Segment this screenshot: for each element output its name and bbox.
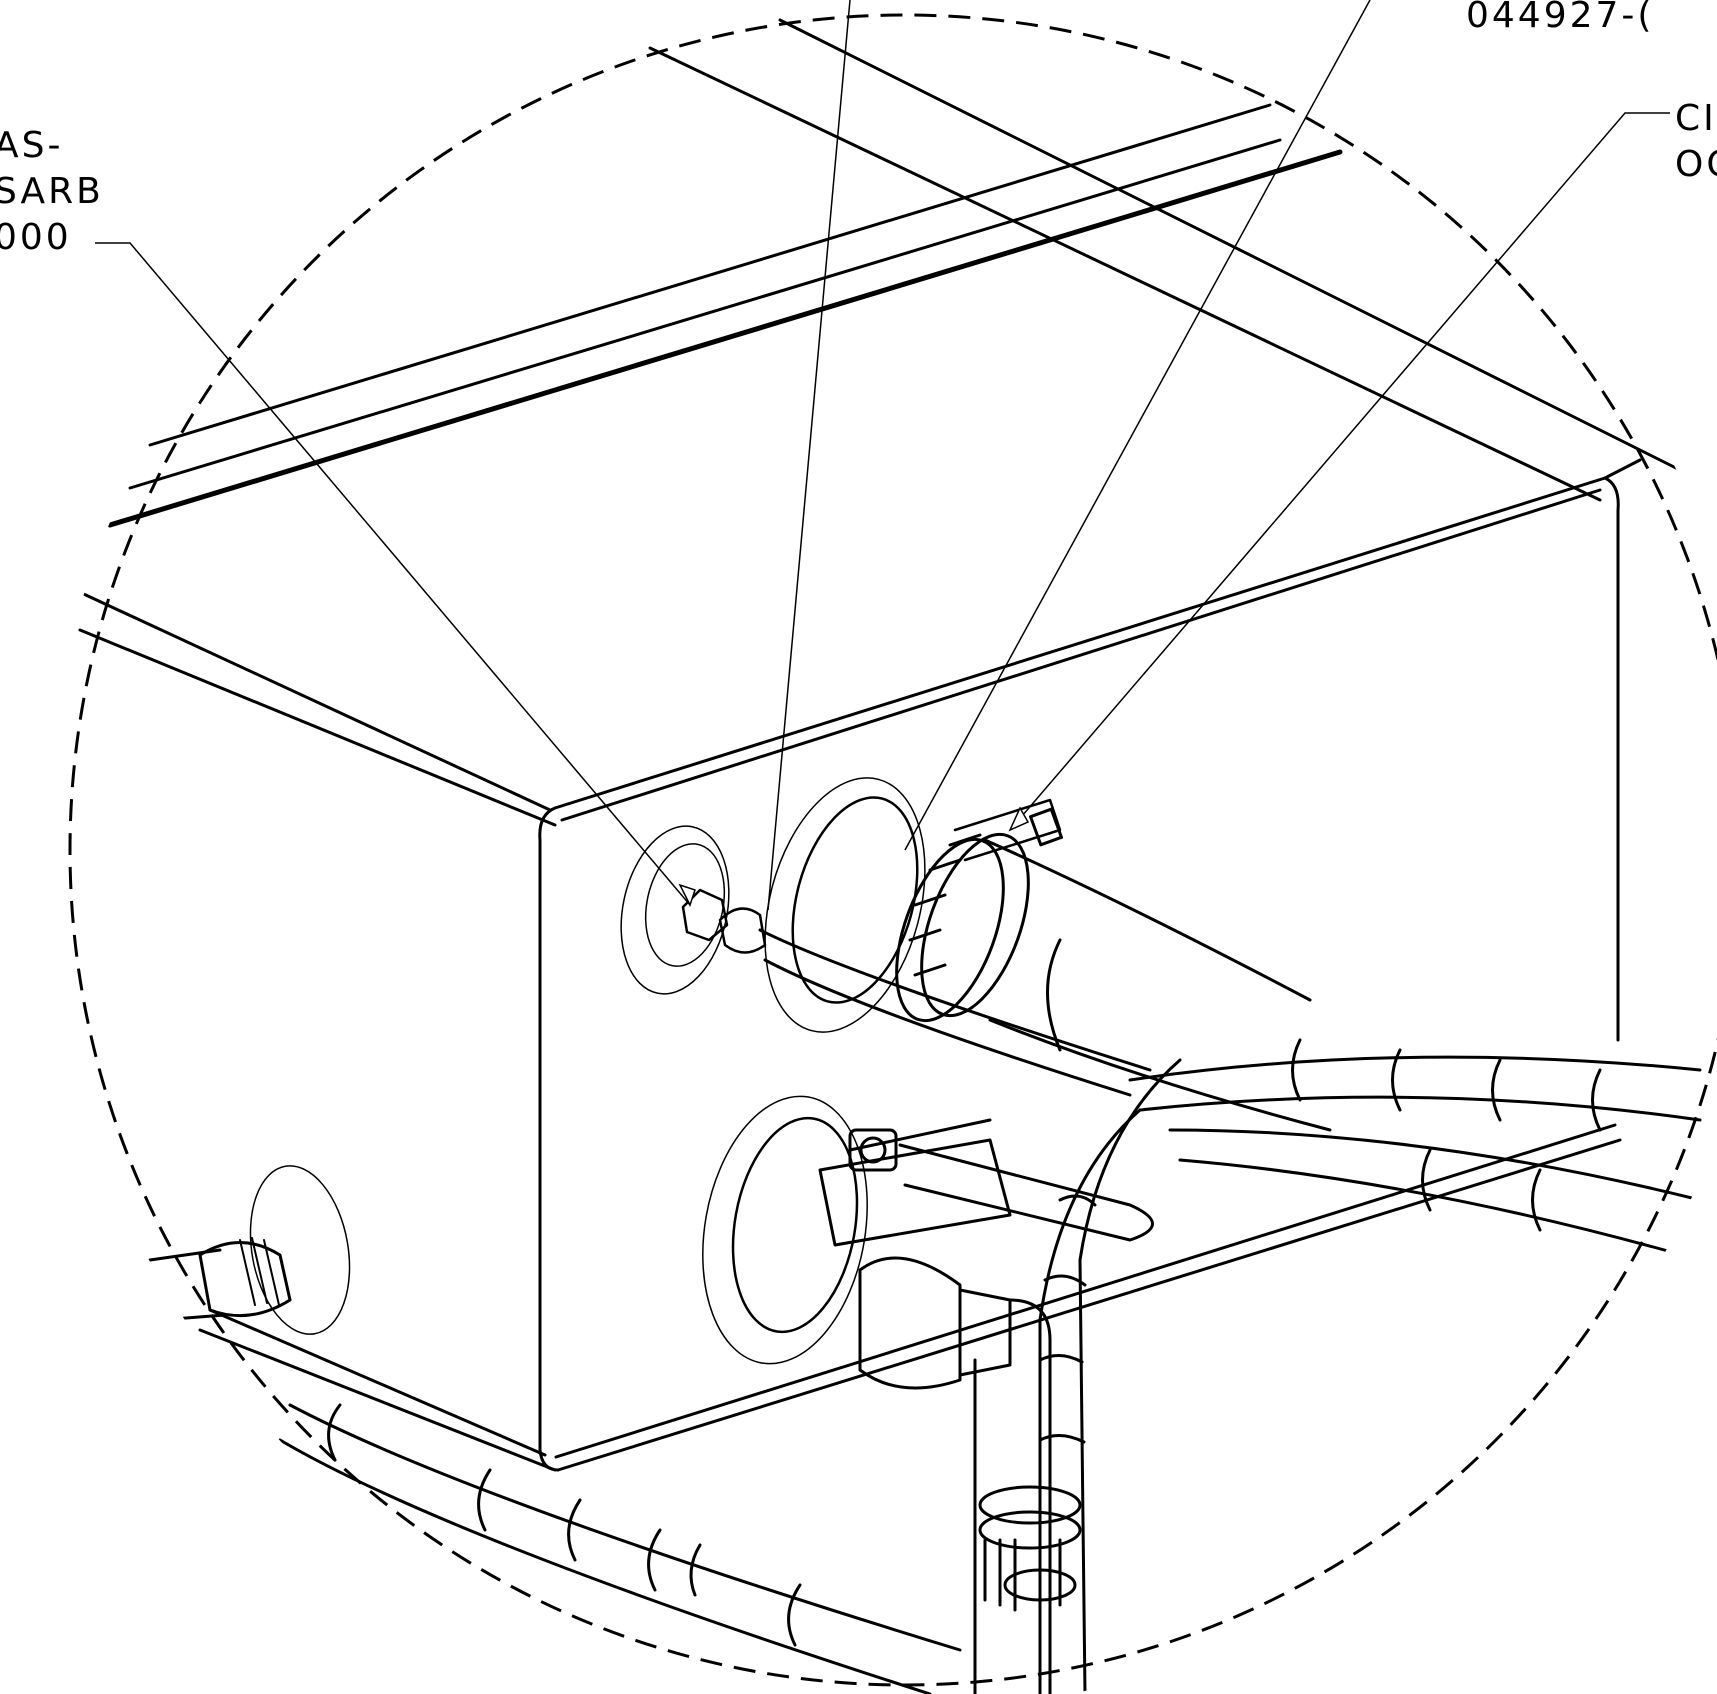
large-hose — [983, 838, 1332, 1132]
large-bulkhead-fitting — [764, 777, 926, 1033]
left-side-fitting — [148, 1165, 351, 1335]
callout-left-line-1: AS- — [0, 125, 64, 166]
braided-hose-right — [1128, 1038, 1702, 1262]
ball-valve — [818, 1118, 1154, 1694]
callout-left-line-3: 000 — [0, 217, 72, 258]
top-frame-rails — [107, 18, 1702, 528]
braided-hose-lower-left — [278, 1403, 962, 1694]
lower-bulkhead-fitting — [702, 1095, 868, 1365]
hose-clamp-upper — [895, 798, 1063, 1023]
callout-left-part-label: AS- SARB 000 — [0, 123, 104, 261]
detail-boundary-circle — [68, 13, 1717, 1687]
callout-left-line-2: SARB — [0, 171, 104, 212]
upper-bulkhead-fitting — [620, 825, 767, 995]
braided-hose-vertical — [1038, 1058, 1182, 1694]
callout-top-right-part-number: 044927-( — [1466, 0, 1654, 39]
callout-right-line-2: OC — [1675, 144, 1717, 185]
callout-right-part-label: CI OC — [1675, 96, 1717, 188]
callout-top-right-line-1: 044927-( — [1466, 0, 1655, 36]
tank-body — [73, 458, 1642, 1472]
callout-right-line-1: CI — [1675, 98, 1717, 139]
leader-lines — [95, 0, 1670, 911]
small-tube — [758, 928, 1152, 1097]
